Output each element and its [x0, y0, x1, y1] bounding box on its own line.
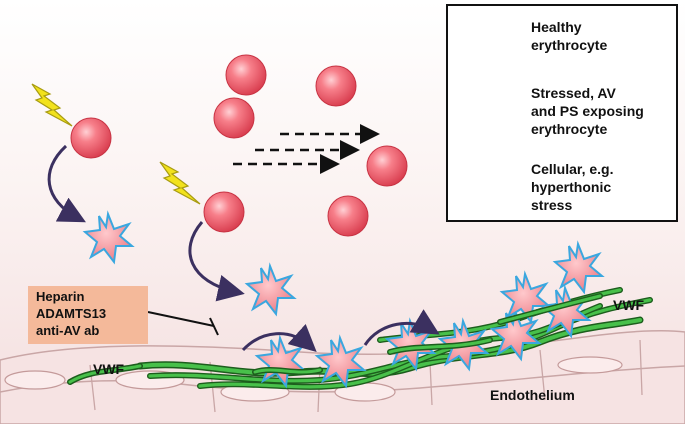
star-icon: [499, 270, 552, 325]
erythrocyte-icon: [327, 195, 369, 237]
inhibitor-heparin: Heparin: [36, 289, 85, 304]
transform-arrow-middle: [188, 221, 245, 302]
vwf-overlay: [67, 293, 603, 385]
legend-stress-label: Cellular, e.g. hyperthonic stress: [531, 161, 614, 213]
rolling-arrow-2: [363, 309, 440, 346]
inhibitor-anti-av-ab: anti-AV ab: [36, 323, 100, 338]
stress-lightning: [31, 83, 201, 205]
endothelium-label: Endothelium: [490, 387, 575, 403]
erythrocyte-icon: [70, 117, 112, 159]
star-icon: [314, 334, 367, 389]
adhered-stressed-erythrocytes: [254, 240, 605, 389]
legend-box: [446, 4, 678, 222]
legend-healthy-label: Healthy erythrocyte: [531, 19, 608, 53]
erythrocyte-icon: [315, 65, 357, 107]
vwf-label-left: VWF: [93, 361, 125, 377]
erythrocyte-icon: [213, 97, 255, 139]
flow-arrows: [233, 124, 380, 174]
star-icon: [82, 210, 135, 265]
inhibition-line: [147, 311, 219, 336]
star-icon: [552, 240, 605, 295]
lightning-icon: [159, 161, 201, 205]
erythrocyte-icon: [366, 145, 408, 187]
erythrocyte-icon: [203, 191, 245, 233]
vwf-label-right: VWF: [613, 297, 645, 313]
inhibitor-box: Heparin ADAMTS13 anti-AV ab: [28, 286, 148, 344]
healthy-erythrocytes: [70, 54, 408, 237]
legend-stressed-label: Stressed, AV and PS exposing erythrocyte: [531, 85, 644, 137]
erythrocyte-icon: [225, 54, 267, 96]
lightning-icon: [31, 83, 73, 127]
star-icon: [244, 262, 297, 317]
inhibitor-adamts13: ADAMTS13: [36, 306, 107, 321]
transform-arrow-left: [47, 144, 86, 223]
star-icon: [384, 317, 437, 372]
rolling-arrow-1: [241, 323, 317, 353]
